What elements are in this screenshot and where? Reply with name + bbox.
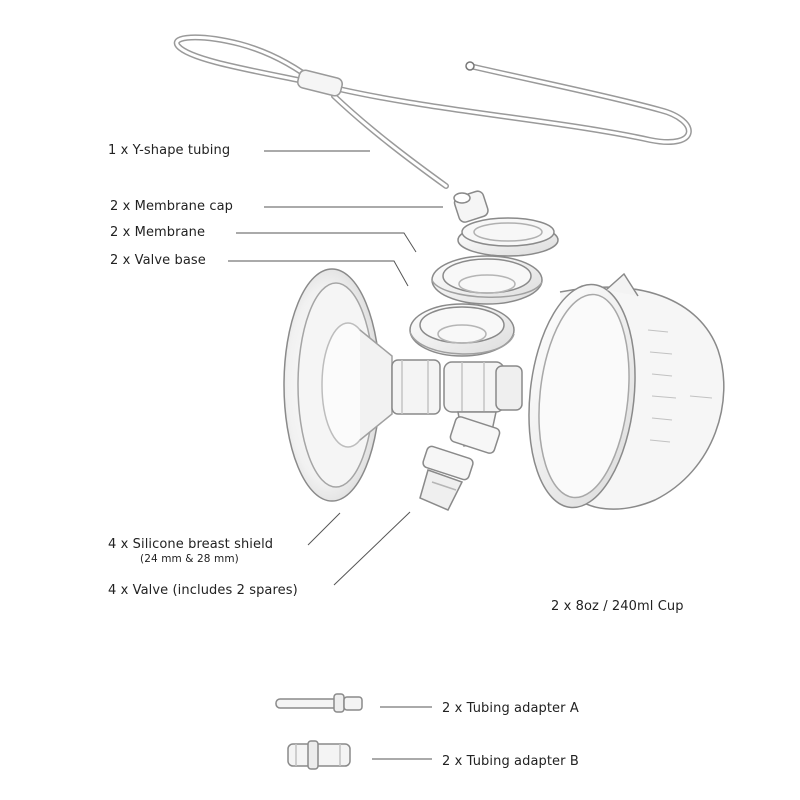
label-breast-shield-sizes: (24 mm & 28 mm) [140,553,239,565]
label-y-tubing: 1 x Y-shape tubing [108,143,230,158]
label-valve: 4 x Valve (includes 2 spares) [108,583,298,598]
connector-housing [444,362,522,454]
label-tubing-adapter-b: 2 x Tubing adapter B [442,754,579,769]
valve-base [410,304,514,356]
label-membrane-cap: 2 x Membrane cap [110,199,233,214]
membrane [432,256,542,304]
label-tubing-adapter-a: 2 x Tubing adapter A [442,701,579,716]
tubing-adapter-b [288,741,350,769]
y-shape-tubing [177,37,689,186]
label-membrane: 2 x Membrane [110,225,205,240]
silicone-breast-shield [284,269,440,501]
label-cup: 2 x 8oz / 240ml Cup [551,599,684,614]
label-breast-shield: 4 x Silicone breast shield [108,537,273,552]
cup [519,274,724,513]
membrane-cap [453,190,558,256]
valve-part [420,445,474,510]
tubing-adapter-a [276,694,362,712]
label-valve-base: 2 x Valve base [110,253,206,268]
